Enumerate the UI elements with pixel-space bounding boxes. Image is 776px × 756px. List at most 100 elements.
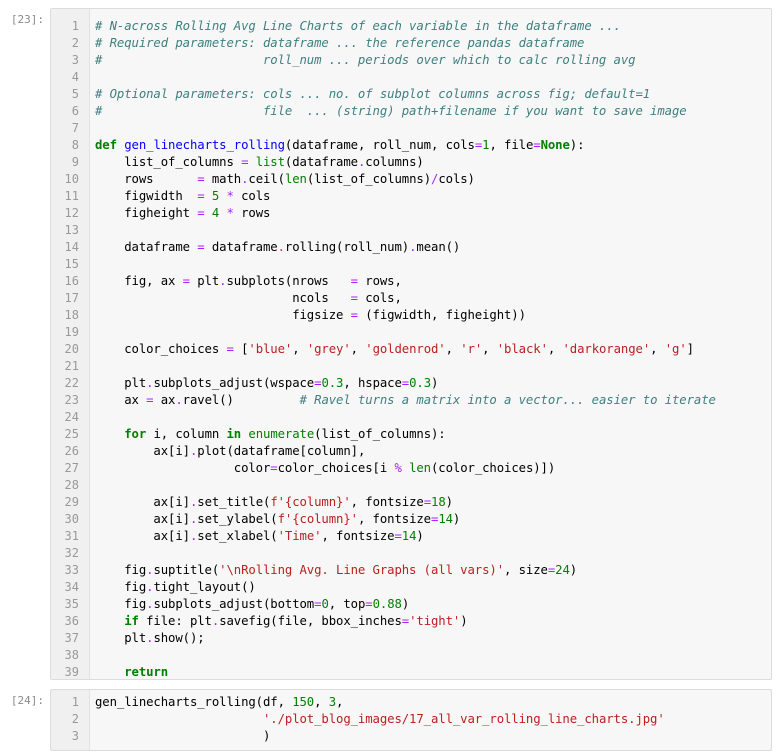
code-line[interactable]: 32 <box>51 545 771 562</box>
code-line[interactable]: 20 color_choices = ['blue', 'grey', 'gol… <box>51 341 771 358</box>
code-token: 'g' <box>664 342 687 356</box>
code-token: plt <box>189 274 220 288</box>
code-token: = <box>197 172 205 186</box>
code-line[interactable]: 27 color=color_choices[i % len(color_cho… <box>51 460 771 477</box>
code-line[interactable]: 35 fig.subplots_adjust(bottom=0, top=0.8… <box>51 596 771 613</box>
code-line[interactable]: 21 <box>51 358 771 375</box>
code-token: # roll_num ... periods over which to cal… <box>95 53 636 67</box>
code-line[interactable]: 8 def gen_linecharts_rolling(dataframe, r… <box>51 137 771 154</box>
code-line[interactable]: 19 <box>51 324 771 341</box>
code-token: . <box>146 376 154 390</box>
line-number: 9 <box>71 155 79 169</box>
code-line[interactable]: 24 <box>51 409 771 426</box>
line-number: 1 <box>71 19 79 33</box>
code-token: ax[i] <box>95 512 190 526</box>
line-number: 26 <box>64 444 79 458</box>
code-token: figheight <box>95 206 198 220</box>
code-token: gen_linecharts_rolling(df, <box>95 695 293 709</box>
code-token: % <box>394 461 402 475</box>
code-token: ) <box>445 495 453 509</box>
line-number: 35 <box>64 597 79 611</box>
code-text: ax[i].set_title(f'{column}', fontsize=18… <box>95 494 453 511</box>
code-line[interactable]: 3 ) <box>51 728 771 745</box>
code-token: , <box>650 342 665 356</box>
line-number: 15 <box>64 257 79 271</box>
code-line[interactable]: 17 ncols = cols, <box>51 290 771 307</box>
code-token: 14 <box>401 529 417 543</box>
code-line[interactable]: 10 rows = math.ceil(len(list_of_columns)… <box>51 171 771 188</box>
code-line[interactable]: 11 figwidth = 5 * cols <box>51 188 771 205</box>
code-line[interactable]: 3# roll_num ... periods over which to ca… <box>51 52 771 69</box>
code-line[interactable]: 33 fig.suptitle('\nRolling Avg. Line Gra… <box>51 562 771 579</box>
code-line[interactable]: 9 list_of_columns = list(dataframe.colum… <box>51 154 771 171</box>
code-token: # Required parameters: dataframe ... the… <box>95 36 585 50</box>
code-token: set_xlabel( <box>197 529 278 543</box>
code-token: '\nRolling Avg. Line Graphs (all vars)' <box>219 563 505 577</box>
code-token: ) <box>95 729 271 743</box>
code-line[interactable]: 2# Required parameters: dataframe ... th… <box>51 35 771 52</box>
line-number: 3 <box>71 729 79 743</box>
code-token: savefig(file, bbox_inches <box>219 614 402 628</box>
code-editor[interactable]: 1# N-across Rolling Avg Line Charts of e… <box>50 8 772 680</box>
code-line[interactable]: 13 <box>51 222 771 239</box>
code-line[interactable]: 14 dataframe = dataframe.rolling(roll_nu… <box>51 239 771 256</box>
line-number: 8 <box>71 138 79 152</box>
code-text: ) <box>95 728 270 745</box>
code-text: def gen_linecharts_rolling(dataframe, ro… <box>95 137 585 154</box>
code-text: color=color_choices[i % len(color_choice… <box>95 460 556 477</box>
code-token: 14 <box>438 512 453 526</box>
code-line[interactable]: 16 fig, ax = plt.subplots(nrows = rows, <box>51 273 771 290</box>
code-token: rows <box>233 206 271 220</box>
code-token: subplots_adjust(bottom <box>153 597 315 611</box>
code-token: 5 <box>211 189 220 203</box>
code-line[interactable]: 38 <box>51 647 771 664</box>
cell-prompt: [23]: <box>10 13 44 26</box>
code-line[interactable]: 23 ax = ax.ravel() # Ravel turns a matri… <box>51 392 771 409</box>
code-cell-23[interactable]: [23]: 1# N-across Rolling Avg Line Chart… <box>0 8 776 680</box>
code-text: plt.subplots_adjust(wspace=0.3, hspace=0… <box>95 375 438 392</box>
code-token <box>205 189 212 203</box>
code-token: rows <box>95 172 198 186</box>
code-token: 150 <box>292 695 315 709</box>
code-line[interactable]: 39 return <box>51 664 771 681</box>
code-line[interactable]: 18 figsize = (figwidth, figheight)) <box>51 307 771 324</box>
code-token: 0 <box>321 597 329 611</box>
code-token: = <box>365 597 373 611</box>
code-line[interactable]: 5# Optional parameters: cols ... no. of … <box>51 86 771 103</box>
code-line[interactable]: 30 ax[i].set_ylabel(f'{column}', fontsiz… <box>51 511 771 528</box>
code-token: = <box>350 274 358 288</box>
line-number: 38 <box>64 648 79 662</box>
line-number: 34 <box>64 580 79 594</box>
code-text: fig.subplots_adjust(bottom=0, top=0.88) <box>95 596 409 613</box>
code-token: i, column <box>146 427 227 441</box>
code-text: # file ... (string) path+filename if you… <box>95 103 687 120</box>
code-token: return <box>124 665 169 679</box>
code-line[interactable]: 31 ax[i].set_xlabel('Time', fontsize=14) <box>51 528 771 545</box>
code-line[interactable]: 6# file ... (string) path+filename if yo… <box>51 103 771 120</box>
code-token: = <box>182 274 190 288</box>
code-token: , <box>314 695 329 709</box>
code-line[interactable]: 2 './plot_blog_images/17_all_var_rolling… <box>51 711 771 728</box>
code-line[interactable]: 28 <box>51 477 771 494</box>
code-line[interactable]: 1# N-across Rolling Avg Line Charts of e… <box>51 18 771 35</box>
code-token: file: plt <box>138 614 212 628</box>
line-number-gutter <box>51 9 90 679</box>
code-line[interactable]: 25 for i, column in enumerate(list_of_co… <box>51 426 771 443</box>
code-line[interactable]: 15 <box>51 256 771 273</box>
code-line[interactable]: 37 plt.show(); <box>51 630 771 647</box>
code-line[interactable]: 29 ax[i].set_title(f'{column}', fontsize… <box>51 494 771 511</box>
line-number: 20 <box>64 342 79 356</box>
code-token: 0.3 <box>321 376 344 390</box>
code-line[interactable]: 36 if file: plt.savefig(file, bbox_inche… <box>51 613 771 630</box>
code-line[interactable]: 12 figheight = 4 * rows <box>51 205 771 222</box>
code-line[interactable]: 7 <box>51 120 771 137</box>
code-token: ) <box>569 563 578 577</box>
code-line[interactable]: 34 fig.tight_layout() <box>51 579 771 596</box>
line-number: 22 <box>64 376 79 390</box>
code-line[interactable]: 4 <box>51 69 771 86</box>
code-line[interactable]: 22 plt.subplots_adjust(wspace=0.3, hspac… <box>51 375 771 392</box>
code-line[interactable]: 26 ax[i].plot(dataframe[column], <box>51 443 771 460</box>
